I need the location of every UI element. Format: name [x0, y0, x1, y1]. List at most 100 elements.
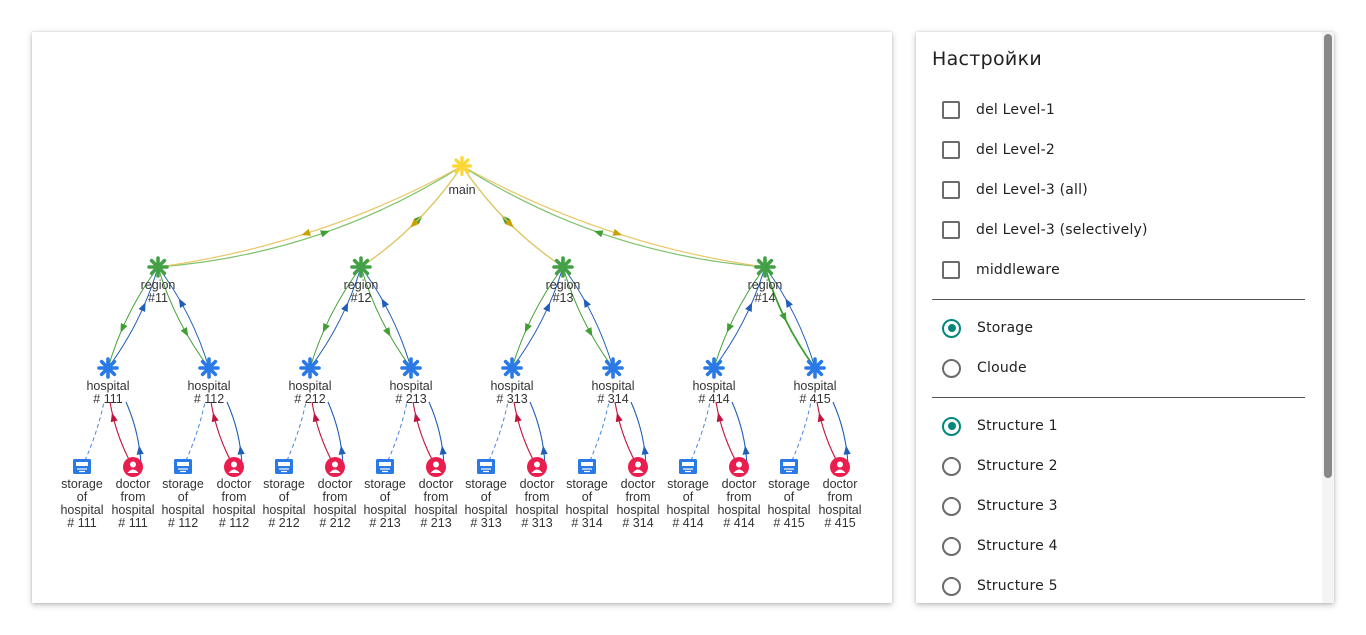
network-graph[interactable]: main region#11 region#12 region#13 region#14…	[32, 32, 892, 603]
storage-icon	[73, 459, 91, 474]
node-label: of	[279, 490, 290, 504]
checkbox-del-level-2[interactable]: del Level-2	[942, 136, 1055, 164]
checkbox-label: middleware	[976, 262, 1060, 278]
checkbox-box[interactable]	[942, 141, 960, 159]
node-h212[interactable]: hospital# 212	[288, 357, 332, 406]
node-label: hospital	[414, 503, 457, 517]
node-label: region	[546, 278, 581, 292]
doctor-icon	[426, 457, 446, 477]
storage-icon	[275, 459, 293, 474]
radio-cloude[interactable]: Cloude	[942, 354, 1027, 382]
asterisk-icon	[804, 357, 826, 379]
checkbox-middleware[interactable]: middleware	[942, 256, 1060, 284]
radio-button[interactable]	[942, 536, 961, 556]
edge-s414-h414	[687, 401, 711, 468]
node-h213[interactable]: hospital# 213	[389, 357, 433, 406]
node-label: storage	[364, 477, 406, 491]
checkbox-box[interactable]	[942, 181, 960, 199]
radio-structure-2[interactable]: Structure 2	[942, 452, 1058, 480]
node-label: hospital	[86, 379, 129, 393]
radio-button[interactable]	[942, 576, 961, 596]
edge-s212-h212	[283, 401, 307, 468]
node-r14[interactable]: region#14	[748, 256, 783, 305]
edge-s314-h314	[586, 401, 610, 468]
radio-structure-1[interactable]: Structure 1	[942, 412, 1058, 440]
node-label: # 314	[622, 516, 653, 530]
node-label: from	[222, 490, 247, 504]
node-main[interactable]: main	[448, 155, 476, 198]
node-label: region	[344, 278, 379, 292]
edge-main-r12	[360, 165, 463, 268]
node-label: doctor	[419, 477, 454, 491]
node-label: of	[481, 490, 492, 504]
radio-button[interactable]	[942, 416, 961, 436]
asterisk-icon	[501, 357, 523, 379]
radio-button[interactable]	[942, 318, 961, 338]
doctor-icon	[224, 457, 244, 477]
scrollbar-track[interactable]	[1322, 32, 1334, 603]
radio-button[interactable]	[942, 456, 961, 476]
node-h111[interactable]: hospital# 111	[86, 357, 130, 406]
radio-structure-5[interactable]: Structure 5	[942, 572, 1058, 600]
node-h414[interactable]: hospital# 414	[692, 357, 736, 406]
edge-r13-h313	[511, 266, 564, 369]
scrollbar-thumb[interactable]	[1324, 34, 1332, 478]
asterisk-icon	[350, 256, 372, 278]
asterisk-icon	[703, 357, 725, 379]
node-label: # 313	[496, 392, 527, 406]
doctor-icon	[628, 457, 648, 477]
node-label: # 112	[168, 516, 198, 530]
node-label: doctor	[722, 477, 757, 491]
checkbox-box[interactable]	[942, 101, 960, 119]
node-h112[interactable]: hospital# 112	[187, 357, 231, 406]
node-label: # 112	[194, 392, 224, 406]
checkbox-del-level-3-selectively[interactable]: del Level-3 (selectively)	[942, 216, 1148, 244]
node-label: from	[626, 490, 651, 504]
radio-structure-4[interactable]: Structure 4	[942, 532, 1058, 560]
node-label: # 415	[773, 516, 804, 530]
node-label: # 414	[672, 516, 703, 530]
edge-h414-r14	[713, 266, 766, 369]
edge-r14-main	[461, 165, 766, 268]
checkbox-box[interactable]	[942, 261, 960, 279]
radio-structure-3[interactable]: Structure 3	[942, 492, 1058, 520]
doctor-icon	[325, 457, 345, 477]
node-r12[interactable]: region#12	[344, 256, 379, 305]
radio-storage[interactable]: Storage	[942, 314, 1033, 342]
checkbox-del-level-1[interactable]: del Level-1	[942, 96, 1055, 124]
node-label: main	[448, 183, 475, 197]
node-label: hospital	[565, 503, 608, 517]
node-h314[interactable]: hospital# 314	[591, 357, 635, 406]
radio-label: Structure 1	[977, 418, 1058, 434]
node-r13[interactable]: region#13	[546, 256, 581, 305]
node-r11[interactable]: region#11	[141, 256, 176, 305]
node-label: hospital	[767, 503, 810, 517]
node-label: hospital	[591, 379, 634, 393]
edge-r13-main	[461, 165, 564, 268]
node-label: hospital	[111, 503, 154, 517]
radio-button[interactable]	[942, 496, 961, 516]
radio-button[interactable]	[942, 358, 961, 378]
node-h415[interactable]: hospital# 415	[793, 357, 837, 406]
graph-panel[interactable]: main region#11 region#12 region#13 region#14…	[32, 32, 892, 603]
node-h313[interactable]: hospital# 313	[490, 357, 534, 406]
storage-icon	[780, 459, 798, 474]
checkbox-box[interactable]	[942, 221, 960, 239]
checkbox-del-level-3-all[interactable]: del Level-3 (all)	[942, 176, 1088, 204]
